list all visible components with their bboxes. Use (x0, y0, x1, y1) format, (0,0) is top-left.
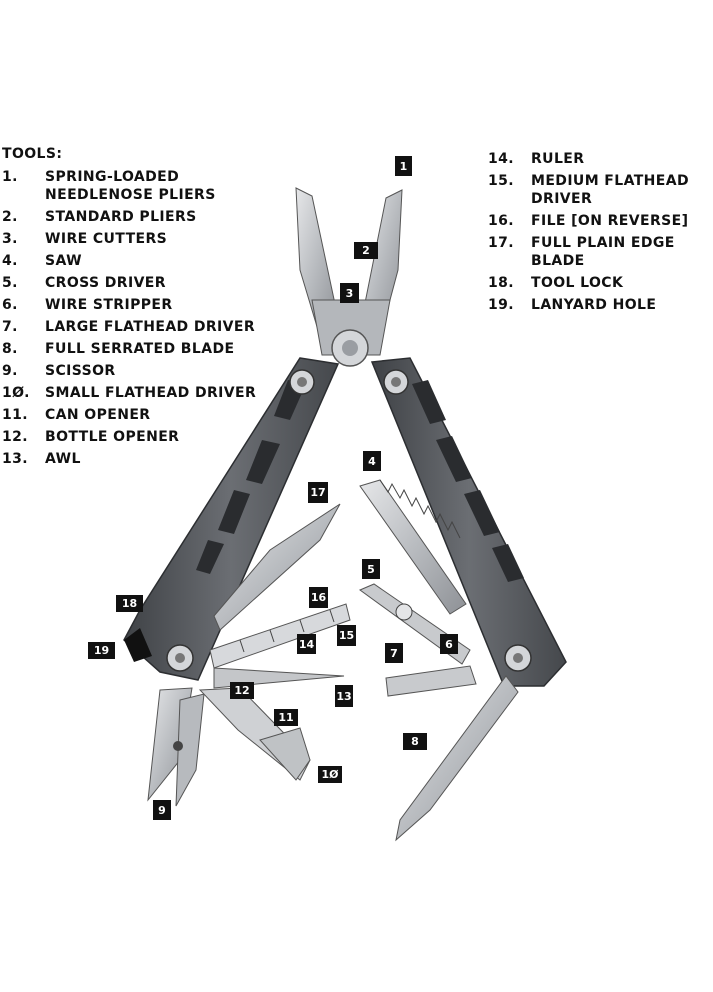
callout-4: 4 (363, 451, 381, 471)
callout-18: 18 (116, 595, 143, 612)
item-number: 1. (2, 169, 18, 185)
item-label: FULL SERRATED BLADE (45, 341, 235, 357)
item-label: WIRE CUTTERS (45, 231, 168, 247)
scissor (147, 687, 205, 807)
item-label: TOOL LOCK (531, 275, 624, 291)
item-number: 5. (2, 275, 18, 291)
item-label: WIRE STRIPPER (45, 297, 173, 313)
item-number: 16. (488, 213, 515, 229)
small-flathead-driver (259, 727, 311, 781)
tool-list-right: 14. RULER 15. MEDIUM FLATHEAD DRIVER 16. FI… (488, 150, 713, 318)
item-label: SCISSOR (45, 363, 116, 379)
callout-1: 1 (395, 156, 412, 176)
callout-11: 11 (274, 709, 298, 726)
lanyard-hole (124, 628, 152, 662)
item-number: 3. (2, 231, 18, 247)
callout-10: 1Ø (318, 766, 342, 783)
callout-13: 13 (335, 685, 353, 707)
item-label: STANDARD PLIERS (45, 209, 197, 225)
list-item: 4. SAW (2, 252, 292, 270)
callout-8: 8 (403, 733, 427, 750)
item-number: 11. (2, 407, 29, 423)
list-item: 14. RULER (488, 150, 713, 168)
list-item: 7. LARGE FLATHEAD DRIVER (2, 318, 292, 336)
list-item: 2. STANDARD PLIERS (2, 208, 292, 226)
item-number: 12. (2, 429, 29, 445)
list-item: 13. AWL (2, 450, 292, 468)
callout-3: 3 (340, 283, 359, 303)
item-number: 6. (2, 297, 18, 313)
item-number: 19. (488, 297, 515, 313)
item-label: FULL PLAIN EDGE BLADE (531, 235, 675, 269)
left-handle (123, 357, 340, 681)
ruler (209, 603, 351, 669)
callout-15: 15 (337, 625, 356, 646)
item-number: 18. (488, 275, 515, 291)
list-item: 17. FULL PLAIN EDGE BLADE (488, 234, 713, 270)
item-label: CROSS DRIVER (45, 275, 166, 291)
plain-edge-blade (213, 503, 341, 631)
callout-19: 19 (88, 642, 115, 659)
callout-2: 2 (354, 242, 378, 259)
item-number: 8. (2, 341, 18, 357)
list-item: 1. SPRING-LOADED NEEDLENOSE PLIERS (2, 168, 292, 204)
item-label: FILE [ON REVERSE] (531, 213, 689, 229)
item-label: SPRING-LOADED NEEDLENOSE PLIERS (45, 169, 216, 203)
item-number: 2. (2, 209, 18, 225)
list-item: 9. SCISSOR (2, 362, 292, 380)
list-item: 11. CAN OPENER (2, 406, 292, 424)
item-label: LARGE FLATHEAD DRIVER (45, 319, 256, 335)
item-number: 15. (488, 173, 515, 189)
list-item: 6. WIRE STRIPPER (2, 296, 292, 314)
list-item: 5. CROSS DRIVER (2, 274, 292, 292)
callout-7: 7 (385, 643, 403, 663)
item-number: 13. (2, 451, 29, 467)
saw (359, 479, 467, 615)
item-label: RULER (531, 151, 585, 167)
item-label: MEDIUM FLATHEAD DRIVER (531, 173, 690, 207)
list-item: 15. MEDIUM FLATHEAD DRIVER (488, 172, 713, 208)
list-item: 19. LANYARD HOLE (488, 296, 713, 314)
item-label: BOTTLE OPENER (45, 429, 180, 445)
item-number: 17. (488, 235, 515, 251)
item-number: 1Ø. (2, 385, 30, 401)
item-label: CAN OPENER (45, 407, 151, 423)
list-item: 3. WIRE CUTTERS (2, 230, 292, 248)
item-label: SAW (45, 253, 82, 269)
item-number: 4. (2, 253, 18, 269)
callout-6: 6 (440, 634, 458, 654)
pliers-jaws (295, 187, 403, 367)
item-label: AWL (45, 451, 81, 467)
list-item: 12. BOTTLE OPENER (2, 428, 292, 446)
tool-list-left: TOOLS: 1. SPRING-LOADED NEEDLENOSE PLIERS… (2, 146, 292, 472)
callout-16: 16 (309, 587, 328, 608)
list-item: 16. FILE [ON REVERSE] (488, 212, 713, 230)
serrated-blade (395, 675, 519, 842)
tools-heading: TOOLS: (2, 146, 63, 162)
list-item: 8. FULL SERRATED BLADE (2, 340, 292, 358)
large-flathead-driver (385, 665, 477, 697)
right-handle (370, 357, 567, 687)
callout-12: 12 (230, 682, 254, 699)
item-label: SMALL FLATHEAD DRIVER (45, 385, 257, 401)
list-item: 1Ø. SMALL FLATHEAD DRIVER (2, 384, 292, 402)
list-item: 18. TOOL LOCK (488, 274, 713, 292)
item-number: 9. (2, 363, 18, 379)
item-label: LANYARD HOLE (531, 297, 657, 313)
item-number: 7. (2, 319, 18, 335)
callout-17: 17 (308, 482, 328, 503)
item-number: 14. (488, 151, 515, 167)
callout-5: 5 (362, 559, 380, 579)
callout-14: 14 (297, 634, 316, 654)
callout-9: 9 (153, 800, 171, 820)
